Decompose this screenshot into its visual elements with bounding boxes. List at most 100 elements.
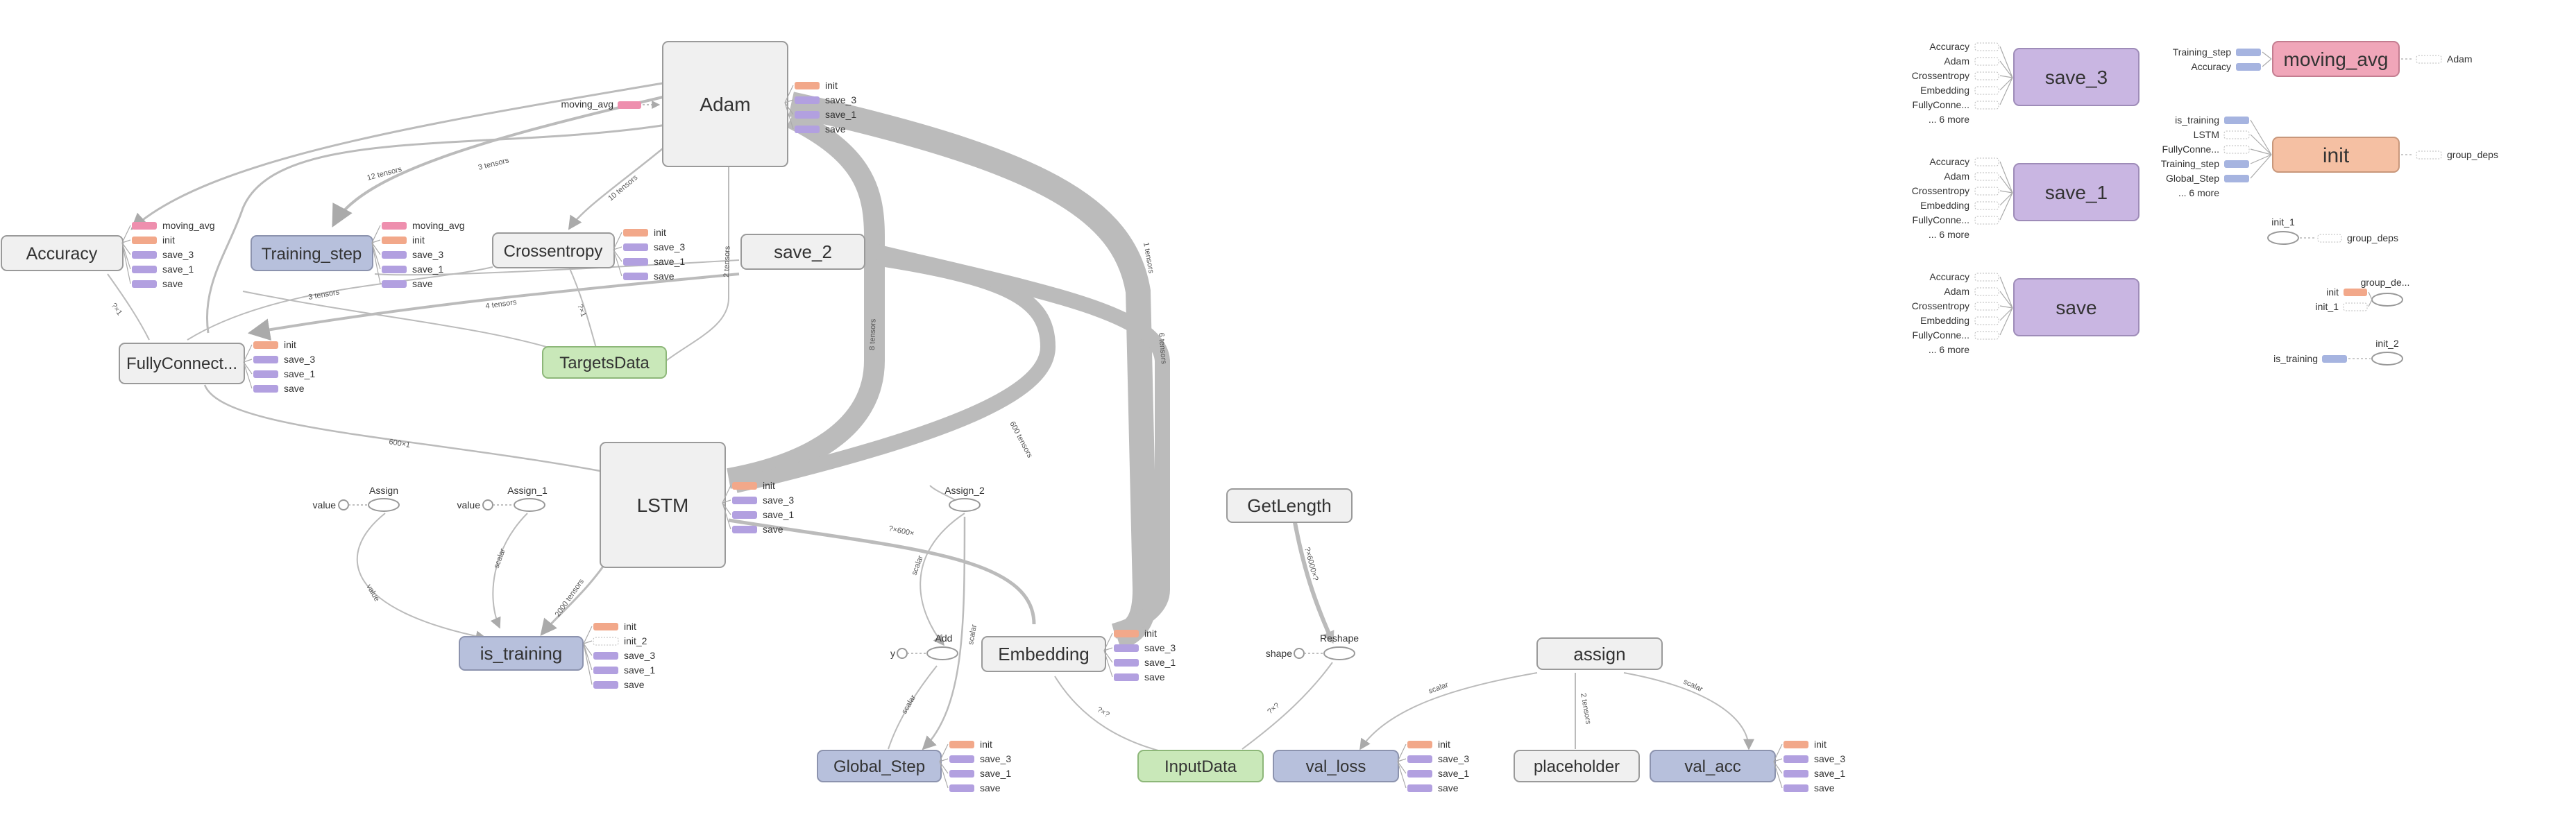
aux-node-init[interactable]: init <box>2272 137 2400 173</box>
chip-save-1[interactable] <box>623 258 648 266</box>
chip-save-3[interactable] <box>949 755 974 763</box>
op-add[interactable]: Add y <box>890 633 958 660</box>
output-label: group_deps <box>2347 232 2398 243</box>
node-inputdata[interactable]: InputData <box>1137 750 1264 782</box>
op-reshape[interactable]: Reshape shape <box>1266 633 1359 660</box>
chip-save-1[interactable] <box>253 370 278 378</box>
chip-init[interactable] <box>593 623 618 630</box>
op-assign[interactable]: Assign value <box>313 485 400 512</box>
chip-label: save_3 <box>825 94 856 105</box>
chip-save-1[interactable] <box>732 511 757 519</box>
node-global-step[interactable]: Global_Step <box>817 750 942 782</box>
op-assign-1[interactable]: Assign_1 value <box>457 485 548 512</box>
chip-init[interactable] <box>1407 741 1432 748</box>
input-label: ... 6 more <box>2178 187 2219 198</box>
chip-save-1[interactable] <box>382 266 407 273</box>
chip-save-3[interactable] <box>132 251 157 259</box>
node-is-training[interactable]: is_training <box>459 636 584 671</box>
chip-init[interactable] <box>1783 741 1808 748</box>
chip-save-1[interactable] <box>1783 770 1808 778</box>
chip-save[interactable] <box>623 273 648 280</box>
node-fullyconnected[interactable]: FullyConnect... <box>119 343 245 384</box>
adam-moving-avg-input: moving_avg <box>561 98 661 110</box>
chip-save-3[interactable] <box>1783 755 1808 763</box>
edge-embedding-inputdata <box>1054 676 1167 753</box>
node-training-step[interactable]: Training_step <box>251 235 373 271</box>
node-embedding[interactable]: Embedding <box>981 636 1106 672</box>
node-assign[interactable]: assign <box>1536 637 1663 670</box>
chip-save-1[interactable] <box>1407 770 1432 778</box>
chip-init[interactable] <box>795 82 820 89</box>
aux-node-save-1[interactable]: save_1 <box>2013 163 2139 221</box>
chip-save-3[interactable] <box>1407 755 1432 763</box>
chip-save-3[interactable] <box>623 243 648 251</box>
chip-save[interactable] <box>1114 673 1139 681</box>
chip-save-3[interactable] <box>253 356 278 363</box>
aux-node-moving-avg[interactable]: moving_avg <box>2272 41 2400 77</box>
node-adam[interactable]: Adam <box>662 41 788 167</box>
node-lstm[interactable]: LSTM <box>600 442 726 568</box>
chip-save-1[interactable] <box>132 266 157 273</box>
chip-init[interactable] <box>382 237 407 244</box>
chip-init[interactable] <box>1114 630 1139 637</box>
op-init-2[interactable]: init_2is_training <box>2273 338 2403 366</box>
chip-label: init <box>1438 739 1450 750</box>
node-getlength[interactable]: GetLength <box>1226 488 1353 523</box>
node-crossentropy[interactable]: Crossentropy <box>492 232 615 268</box>
chip-label: moving_avg <box>162 220 215 231</box>
node-val-loss[interactable]: val_loss <box>1273 750 1399 782</box>
chip-init-2[interactable] <box>593 637 619 646</box>
edge-label-fc: 600×1 <box>388 438 411 449</box>
chip-moving-avg[interactable] <box>382 222 407 230</box>
op-assign-1-input: value <box>457 499 481 510</box>
node-accuracy[interactable]: Accuracy <box>1 235 124 271</box>
chip-save[interactable] <box>949 784 974 792</box>
chip-save-3[interactable] <box>593 652 618 660</box>
chip-save-3[interactable] <box>382 251 407 259</box>
node-val-acc[interactable]: val_acc <box>1650 750 1776 782</box>
chip-save-1[interactable] <box>795 111 820 119</box>
node-placeholder[interactable]: placeholder <box>1514 750 1640 782</box>
chip-save-1[interactable] <box>949 770 974 778</box>
chip-save[interactable] <box>732 526 757 533</box>
edge-assign-valloss <box>1359 672 1538 750</box>
chip-save[interactable] <box>253 385 278 393</box>
chip-init[interactable] <box>253 341 278 349</box>
op-add-input: y <box>890 648 895 659</box>
op-assign-2[interactable]: Assign_2 <box>944 485 985 512</box>
node-save-2[interactable]: save_2 <box>740 234 865 270</box>
chip-save-3[interactable] <box>1114 644 1139 652</box>
output-chip <box>2416 151 2442 160</box>
input-label: init <box>2326 286 2339 298</box>
chip-save[interactable] <box>593 681 618 689</box>
edge-save2-ts <box>374 259 740 276</box>
aux-node-save[interactable]: save <box>2013 278 2139 336</box>
chip-save[interactable] <box>132 280 157 288</box>
chip-save-1[interactable] <box>1114 659 1139 667</box>
chip-save-3[interactable] <box>732 497 757 504</box>
output-chip <box>2317 234 2342 243</box>
chip-init[interactable] <box>623 229 648 237</box>
input-chip <box>2343 302 2368 311</box>
chip-save[interactable] <box>1783 784 1808 792</box>
chip-save-3[interactable] <box>795 96 820 104</box>
chip-init[interactable] <box>732 482 757 490</box>
chip-save[interactable] <box>382 280 407 288</box>
node-fullyconnected-label: FullyConnect... <box>126 354 237 373</box>
input-label: FullyConne... <box>2162 144 2219 155</box>
chip-save[interactable] <box>1407 784 1432 792</box>
chip-save[interactable] <box>795 126 820 133</box>
chip-moving-avg[interactable] <box>132 222 157 230</box>
chip-init[interactable] <box>132 237 157 244</box>
chip-init[interactable] <box>949 741 974 748</box>
node-targetsdata[interactable]: TargetsData <box>542 346 667 379</box>
chip-label: init <box>1814 739 1827 750</box>
chip-label: save <box>654 270 675 282</box>
input-label: ... 6 more <box>1929 344 1969 355</box>
chip-save-1[interactable] <box>593 667 618 674</box>
node-inputdata-label: InputData <box>1164 757 1237 776</box>
aux-node-save-3[interactable]: save_3 <box>2013 48 2139 106</box>
